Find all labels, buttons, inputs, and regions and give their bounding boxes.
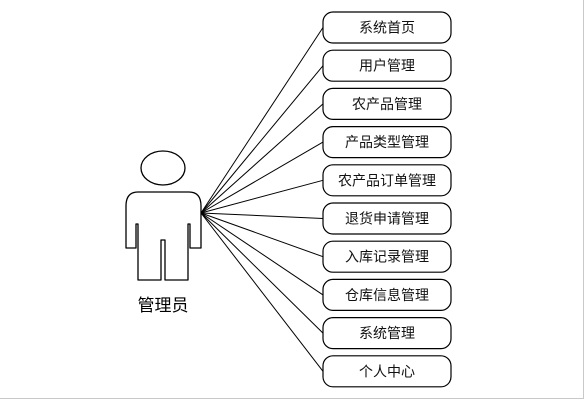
use-case-node: 系统管理 — [322, 317, 452, 350]
use-case-box — [322, 317, 452, 350]
connector-line — [200, 212, 324, 296]
actor-figure — [125, 150, 202, 281]
connector-line — [200, 212, 324, 258]
use-case-node: 农产品管理 — [322, 87, 452, 121]
use-case-box — [322, 49, 452, 82]
use-case-label: 农产品订单管理 — [338, 173, 436, 189]
use-case-box — [322, 125, 452, 159]
connector-line — [200, 65, 324, 214]
use-case-label: 系统首页 — [359, 21, 415, 37]
connector-line — [200, 179, 324, 214]
use-case-label: 仓库信息管理 — [345, 287, 429, 304]
use-case-label: 入库记录管理 — [345, 250, 429, 266]
use-case-label: 用户管理 — [359, 58, 415, 75]
use-case-box — [322, 202, 452, 235]
use-case-node: 入库记录管理 — [322, 240, 452, 273]
use-case-label: 农产品管理 — [352, 97, 422, 113]
connector-line — [200, 212, 324, 334]
connector-line — [200, 212, 324, 372]
connector-line — [200, 27, 324, 214]
use-case-label: 退货申请管理 — [345, 211, 429, 228]
use-case-node: 用户管理 — [322, 49, 452, 82]
use-case-box — [322, 278, 452, 311]
connector-lines — [200, 27, 324, 372]
actor-body — [125, 191, 202, 281]
use-case-box — [322, 164, 452, 197]
connector-line — [200, 103, 324, 214]
use-case-node: 退货申请管理 — [322, 202, 452, 235]
use-case-node: 个人中心 — [322, 355, 452, 388]
use-case-box — [322, 87, 452, 121]
actor-label: 管理员 — [138, 296, 189, 316]
use-case-node: 农产品订单管理 — [322, 164, 452, 197]
use-case-node: 系统首页 — [322, 11, 452, 44]
use-case-box — [322, 11, 452, 44]
use-case-node: 仓库信息管理 — [322, 278, 452, 311]
use-case-label: 产品类型管理 — [345, 135, 429, 151]
use-case-node: 产品类型管理 — [322, 125, 452, 159]
use-case-box — [322, 355, 452, 388]
use-case-label: 系统管理 — [359, 326, 415, 342]
use-case-box — [322, 240, 452, 273]
actor-head — [140, 150, 186, 186]
use-case-list: 系统首页用户管理农产品管理产品类型管理农产品订单管理退货申请管理入库记录管理仓库… — [322, 11, 452, 388]
connector-line — [200, 212, 324, 219]
connector-line — [200, 141, 324, 214]
use-case-label: 个人中心 — [359, 364, 415, 380]
